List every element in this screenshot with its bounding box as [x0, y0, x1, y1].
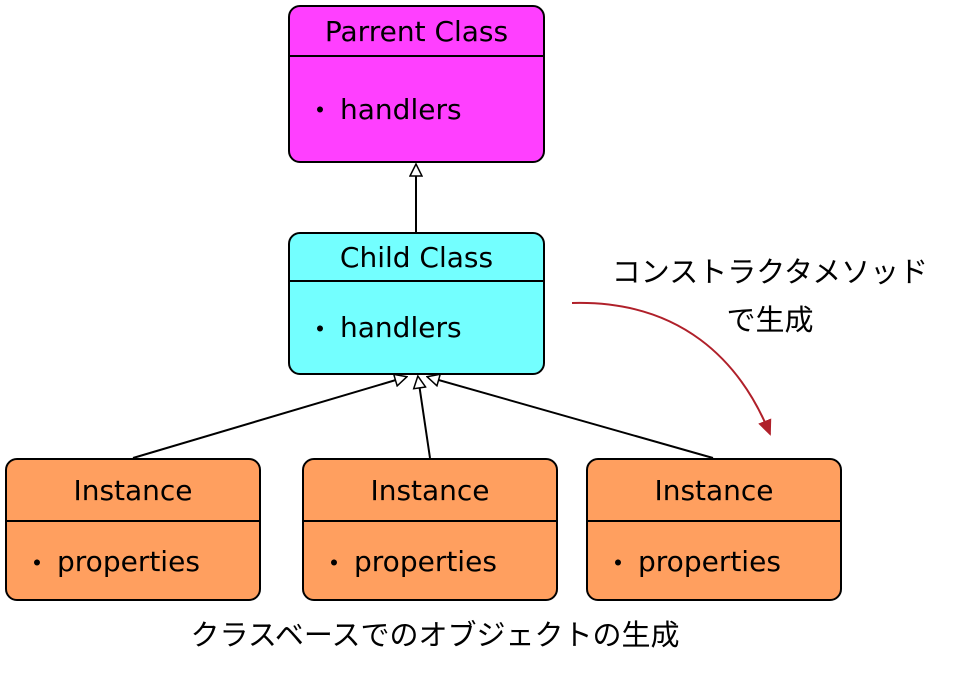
instance-member: properties — [57, 545, 200, 578]
bullet: ・ — [320, 546, 349, 580]
bullet: ・ — [306, 312, 335, 346]
instance-title: Instance — [7, 460, 259, 522]
child-class-member: handlers — [340, 311, 462, 344]
instance-member: properties — [354, 545, 497, 578]
inheritance-arrow-instance2-to-child — [418, 377, 431, 459]
child-class-box: Child Class ・ handlers — [288, 232, 545, 375]
bullet: ・ — [23, 546, 52, 580]
bullet: ・ — [604, 546, 633, 580]
instance-title: Instance — [304, 460, 556, 522]
constructor-arrow — [571, 301, 772, 436]
bullet: ・ — [306, 94, 335, 127]
parent-class-title: Parrent Class — [290, 7, 543, 57]
child-class-members: ・ handlers — [290, 282, 543, 373]
constructor-note: コンストラクタメソッド で生成 — [590, 248, 950, 344]
constructor-note-line1: コンストラクタメソッド — [611, 255, 929, 289]
instance-title: Instance — [588, 460, 840, 522]
parent-class-members: ・ handlers — [290, 57, 543, 161]
instance-members: ・ properties — [7, 522, 259, 599]
instance-box-2: Instance ・ properties — [302, 458, 558, 601]
instance-box-1: Instance ・ properties — [5, 458, 261, 601]
inheritance-arrow-instance1-to-child — [132, 377, 406, 459]
diagram-caption: クラスベースでのオブジェクトの生成 — [190, 618, 680, 652]
parent-class-member: handlers — [340, 92, 462, 126]
instance-members: ・ properties — [588, 522, 840, 599]
inheritance-arrow-instance3-to-child — [428, 377, 714, 459]
constructor-note-line2: で生成 — [726, 303, 814, 337]
child-class-title: Child Class — [290, 234, 543, 282]
instance-box-3: Instance ・ properties — [586, 458, 842, 601]
instance-members: ・ properties — [304, 522, 556, 599]
instance-member: properties — [638, 545, 781, 578]
parent-class-box: Parrent Class ・ handlers — [288, 5, 545, 163]
